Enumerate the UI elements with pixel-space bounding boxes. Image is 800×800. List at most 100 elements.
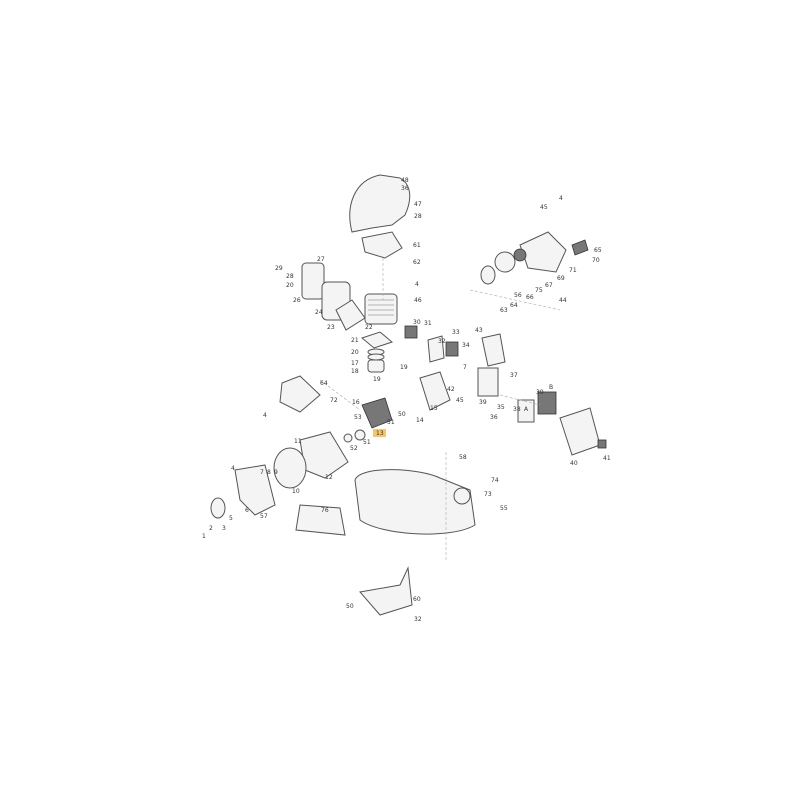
part-label-23: 23 bbox=[327, 324, 335, 331]
part-label-52: 52 bbox=[350, 445, 358, 452]
engine-cover bbox=[349, 174, 411, 233]
part-label-64: 64 bbox=[320, 380, 328, 387]
part-label-4: 4 bbox=[559, 195, 563, 202]
part-label-64: 64 bbox=[510, 302, 518, 309]
part-label-4: 4 bbox=[415, 281, 419, 288]
part-label-50: 50 bbox=[346, 603, 354, 610]
part-label-24: 24 bbox=[315, 309, 323, 316]
starter-pulley bbox=[494, 251, 516, 273]
carburetor bbox=[404, 325, 418, 339]
part-label-21: 21 bbox=[351, 337, 359, 344]
part-label-60: 60 bbox=[413, 596, 421, 603]
parts-drawing bbox=[210, 174, 607, 616]
part-label-36: 36 bbox=[490, 414, 498, 421]
part-label-6: 6 bbox=[245, 507, 249, 514]
part-label-65: 65 bbox=[594, 247, 602, 254]
part-label-19: 19 bbox=[400, 364, 408, 371]
part-label-11: 11 bbox=[294, 438, 302, 445]
part-label-46: 46 bbox=[414, 297, 422, 304]
part-label-50: 50 bbox=[398, 411, 406, 418]
fan-housing bbox=[234, 464, 276, 516]
part-label-36: 36 bbox=[401, 185, 409, 192]
part-label-76: 76 bbox=[321, 507, 329, 514]
crankshaft bbox=[361, 397, 393, 429]
part-label-34: 34 bbox=[462, 342, 470, 349]
part-label-9: 9 bbox=[274, 469, 278, 476]
part-label-15: 15 bbox=[430, 405, 438, 412]
flywheel bbox=[273, 447, 307, 489]
part-label-56: 56 bbox=[514, 292, 522, 299]
part-label-57: 57 bbox=[260, 513, 268, 520]
part-label-28: 28 bbox=[286, 273, 294, 280]
part-label-69: 69 bbox=[557, 275, 565, 282]
part-label-66: 66 bbox=[526, 294, 534, 301]
part-label-17: 17 bbox=[351, 360, 359, 367]
part-label-73: 73 bbox=[484, 491, 492, 498]
part-label-51: 51 bbox=[363, 439, 371, 446]
air-filter-base bbox=[477, 367, 499, 397]
part-label-70: 70 bbox=[592, 257, 600, 264]
part-label-41: 41 bbox=[603, 455, 611, 462]
part-label-53: 53 bbox=[354, 414, 362, 421]
crankcase-half bbox=[419, 371, 451, 411]
part-label-10: 10 bbox=[292, 488, 300, 495]
part-label-18: 18 bbox=[351, 368, 359, 375]
part-label-5: 5 bbox=[229, 515, 233, 522]
part-label-45: 45 bbox=[456, 397, 464, 404]
piston-ring bbox=[367, 353, 385, 361]
part-label-39: 39 bbox=[536, 389, 544, 396]
piston bbox=[367, 359, 385, 373]
part-label-74: 74 bbox=[491, 477, 499, 484]
ignition-coil bbox=[445, 341, 459, 357]
part-label-42: 42 bbox=[447, 386, 455, 393]
part-label-19: 19 bbox=[373, 376, 381, 383]
starter-spring bbox=[513, 248, 527, 262]
starter-housing bbox=[519, 231, 567, 273]
tank-box bbox=[295, 504, 346, 536]
part-label-61: 61 bbox=[413, 242, 421, 249]
part-label-7: 7 bbox=[463, 364, 467, 371]
part-label-38: 38 bbox=[513, 406, 521, 413]
part-label-45: 45 bbox=[540, 204, 548, 211]
cylinder bbox=[364, 293, 398, 325]
part-label-40: 40 bbox=[570, 460, 578, 467]
cover-plate bbox=[361, 231, 403, 259]
part-label-29: 29 bbox=[275, 265, 283, 272]
part-label-16: 16 bbox=[352, 399, 360, 406]
part-label-47: 47 bbox=[414, 201, 422, 208]
cylinder-gasket bbox=[360, 331, 394, 349]
part-label-63: 63 bbox=[500, 307, 508, 314]
part-label-43: 43 bbox=[475, 327, 483, 334]
part-label-22: 22 bbox=[365, 324, 373, 331]
assembly-line bbox=[319, 258, 561, 560]
air-filter-gasket bbox=[481, 333, 506, 367]
part-label-14: 14 bbox=[416, 417, 424, 424]
part-label-30: 30 bbox=[413, 319, 421, 326]
part-label-62: 62 bbox=[413, 259, 421, 266]
part-label-28: 28 bbox=[414, 213, 422, 220]
part-label-2: 2 bbox=[209, 525, 213, 532]
filter-knob bbox=[597, 439, 607, 449]
part-label-32: 32 bbox=[438, 338, 446, 345]
air-filter-cover bbox=[559, 407, 601, 456]
fuel-tank bbox=[354, 469, 476, 535]
part-label-58: 58 bbox=[459, 454, 467, 461]
part-label-67: 67 bbox=[545, 282, 553, 289]
part-label-A: A bbox=[524, 406, 529, 413]
part-label-20: 20 bbox=[286, 282, 294, 289]
starter-handle bbox=[571, 239, 589, 256]
part-label-72: 72 bbox=[330, 397, 338, 404]
part-label-51: 51 bbox=[387, 419, 395, 426]
bearing bbox=[343, 433, 353, 443]
insulator-plate bbox=[427, 335, 445, 363]
filter-sponge bbox=[517, 399, 535, 423]
part-label-1: 1 bbox=[202, 533, 206, 540]
part-label-3: 3 bbox=[222, 525, 226, 532]
fuel-cap bbox=[453, 487, 471, 505]
part-label-7: 7 bbox=[260, 469, 264, 476]
part-label-44: 44 bbox=[559, 297, 567, 304]
part-label-35: 35 bbox=[497, 404, 505, 411]
recoil-unit bbox=[279, 375, 321, 413]
